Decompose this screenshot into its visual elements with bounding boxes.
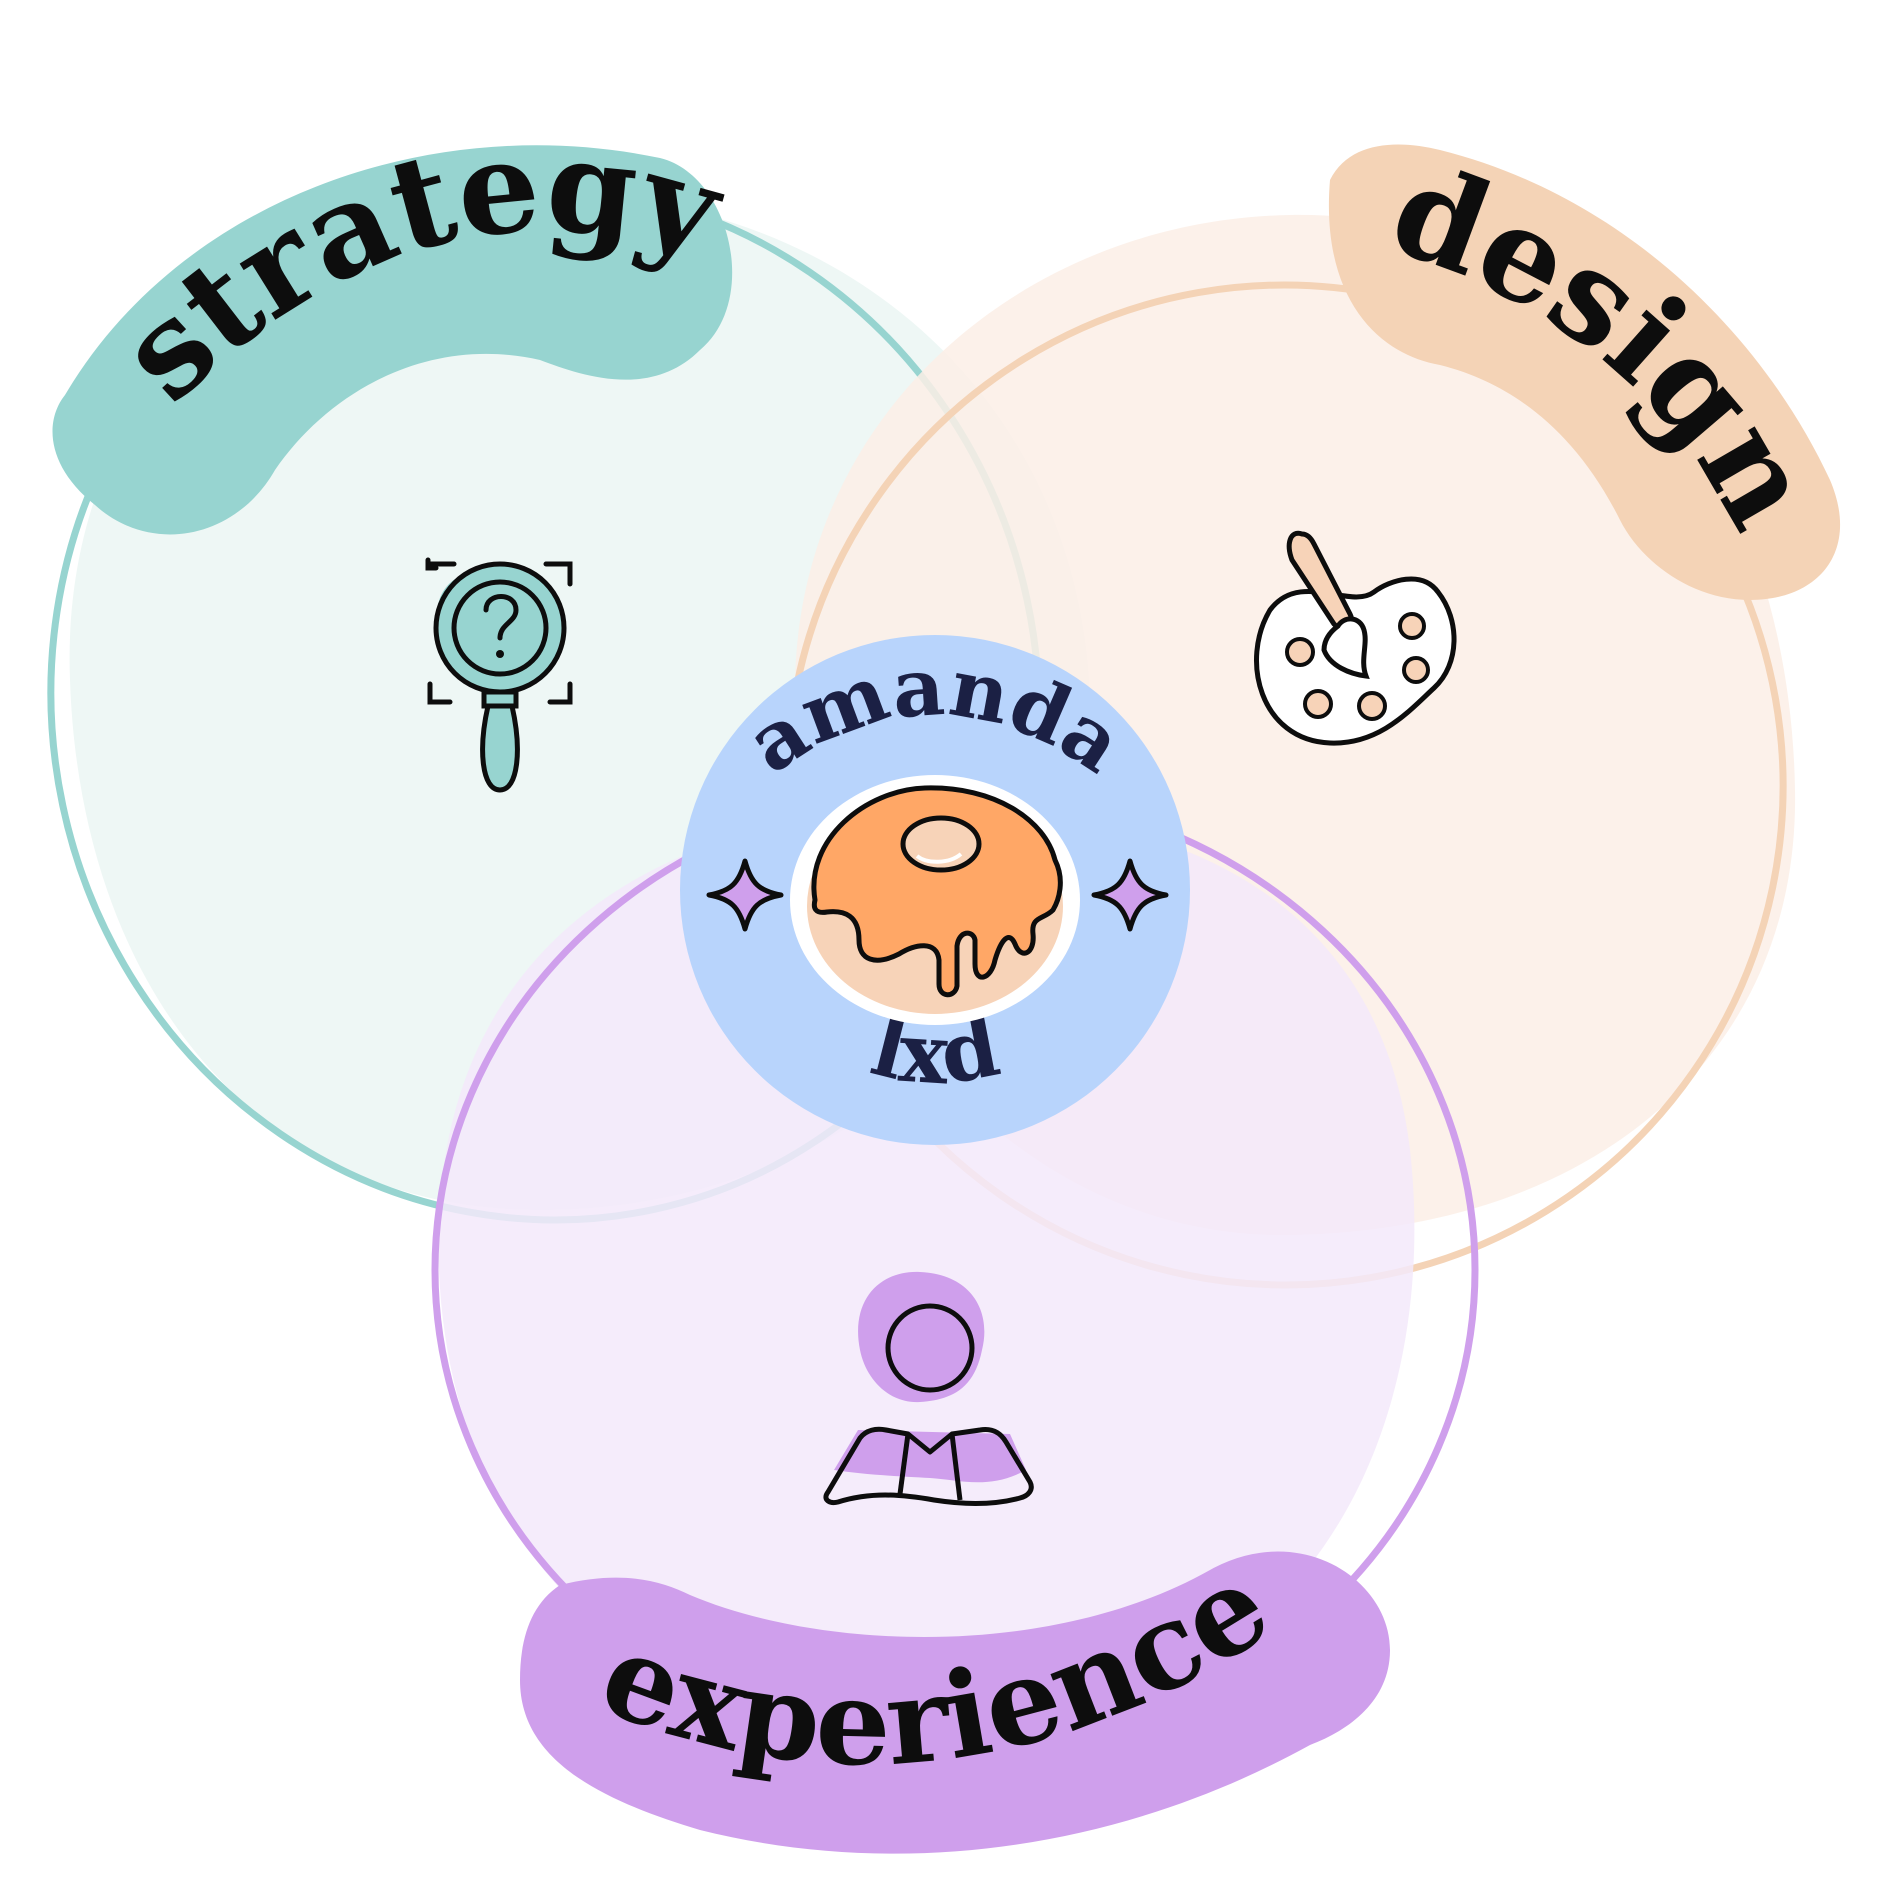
- strategy-banner: strategy: [52, 110, 739, 535]
- center-badge: amanda lxd: [680, 635, 1190, 1145]
- sparkle-icon: [1091, 858, 1169, 932]
- sparkle-icon: [706, 858, 784, 932]
- paint-palette-icon: [1254, 530, 1457, 746]
- magnifier-question-icon: [425, 557, 573, 793]
- user-map-icon: [823, 1271, 1034, 1506]
- donut-icon: [790, 775, 1080, 1025]
